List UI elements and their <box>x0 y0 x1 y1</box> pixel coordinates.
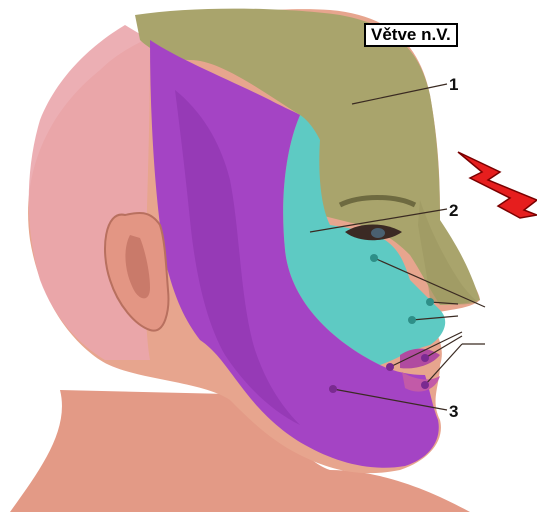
label-branch-3: 3 <box>449 402 458 421</box>
label-branch-2: 2 <box>449 201 458 220</box>
point-upper-lip <box>408 316 416 324</box>
point-chin <box>421 381 429 389</box>
point-nostril <box>426 298 434 306</box>
point-cheek <box>386 363 394 371</box>
diagram-title: Větve n.V. <box>364 23 458 47</box>
point-nose <box>370 254 378 262</box>
lightning-bolt-icon <box>458 152 537 218</box>
label-branch-1: 1 <box>449 75 458 94</box>
eye-iris <box>371 228 385 238</box>
point-jaw <box>329 385 337 393</box>
point-lip-corner <box>421 354 429 362</box>
